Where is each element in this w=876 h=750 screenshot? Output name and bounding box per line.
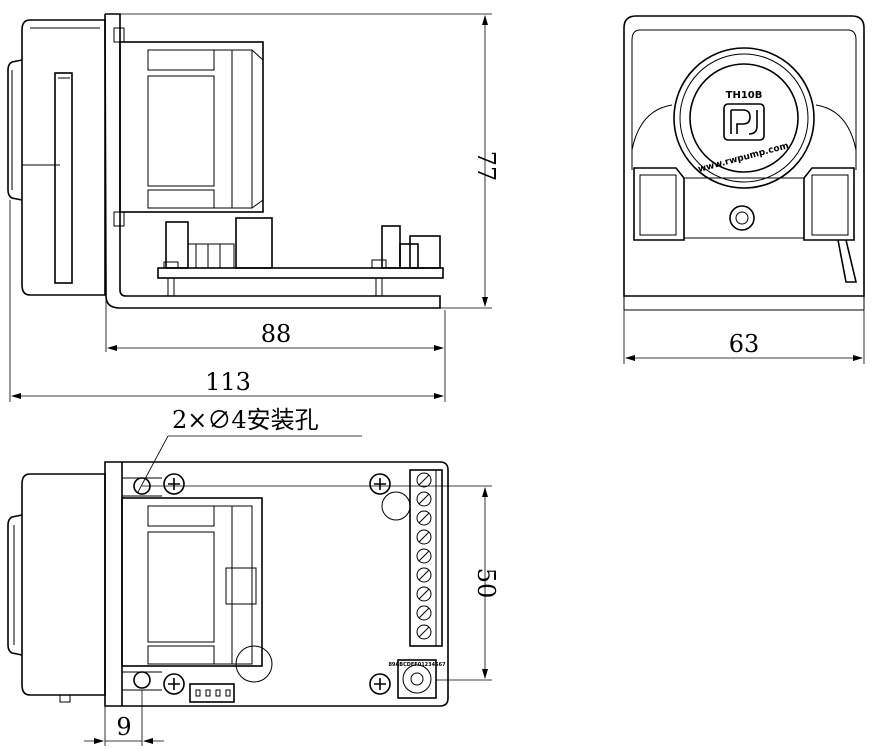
model-label: TH10B bbox=[726, 90, 763, 101]
dim-63: 63 bbox=[623, 310, 865, 364]
dim-113-text: 113 bbox=[205, 368, 251, 396]
terminal-screws bbox=[416, 472, 432, 640]
dim-88-text: 88 bbox=[261, 320, 292, 348]
dim-9-text: 9 bbox=[116, 713, 131, 741]
top-view: 89ABCDEF01234567 bbox=[7, 461, 449, 707]
dim-88: 88 bbox=[105, 300, 446, 352]
dim-50: 50 bbox=[142, 485, 500, 681]
dim-77: 77 bbox=[120, 13, 500, 309]
dial-label: 89ABCDEF01234567 bbox=[388, 662, 446, 668]
side-view bbox=[7, 13, 444, 309]
mounting-holes-text: 2×∅4安装孔 bbox=[172, 406, 319, 434]
dim-63-text: 63 bbox=[729, 330, 760, 358]
dim-113: 113 bbox=[9, 200, 446, 402]
dim-77-text: 77 bbox=[472, 151, 500, 182]
mounting-holes-note: 2×∅4安装孔 bbox=[137, 406, 362, 493]
website-label: www.rwpump.com bbox=[697, 141, 790, 175]
dim-50-text: 50 bbox=[472, 568, 500, 599]
dim-9: 9 bbox=[84, 690, 164, 746]
front-view: TH10B www.rwpump.com bbox=[623, 15, 865, 311]
